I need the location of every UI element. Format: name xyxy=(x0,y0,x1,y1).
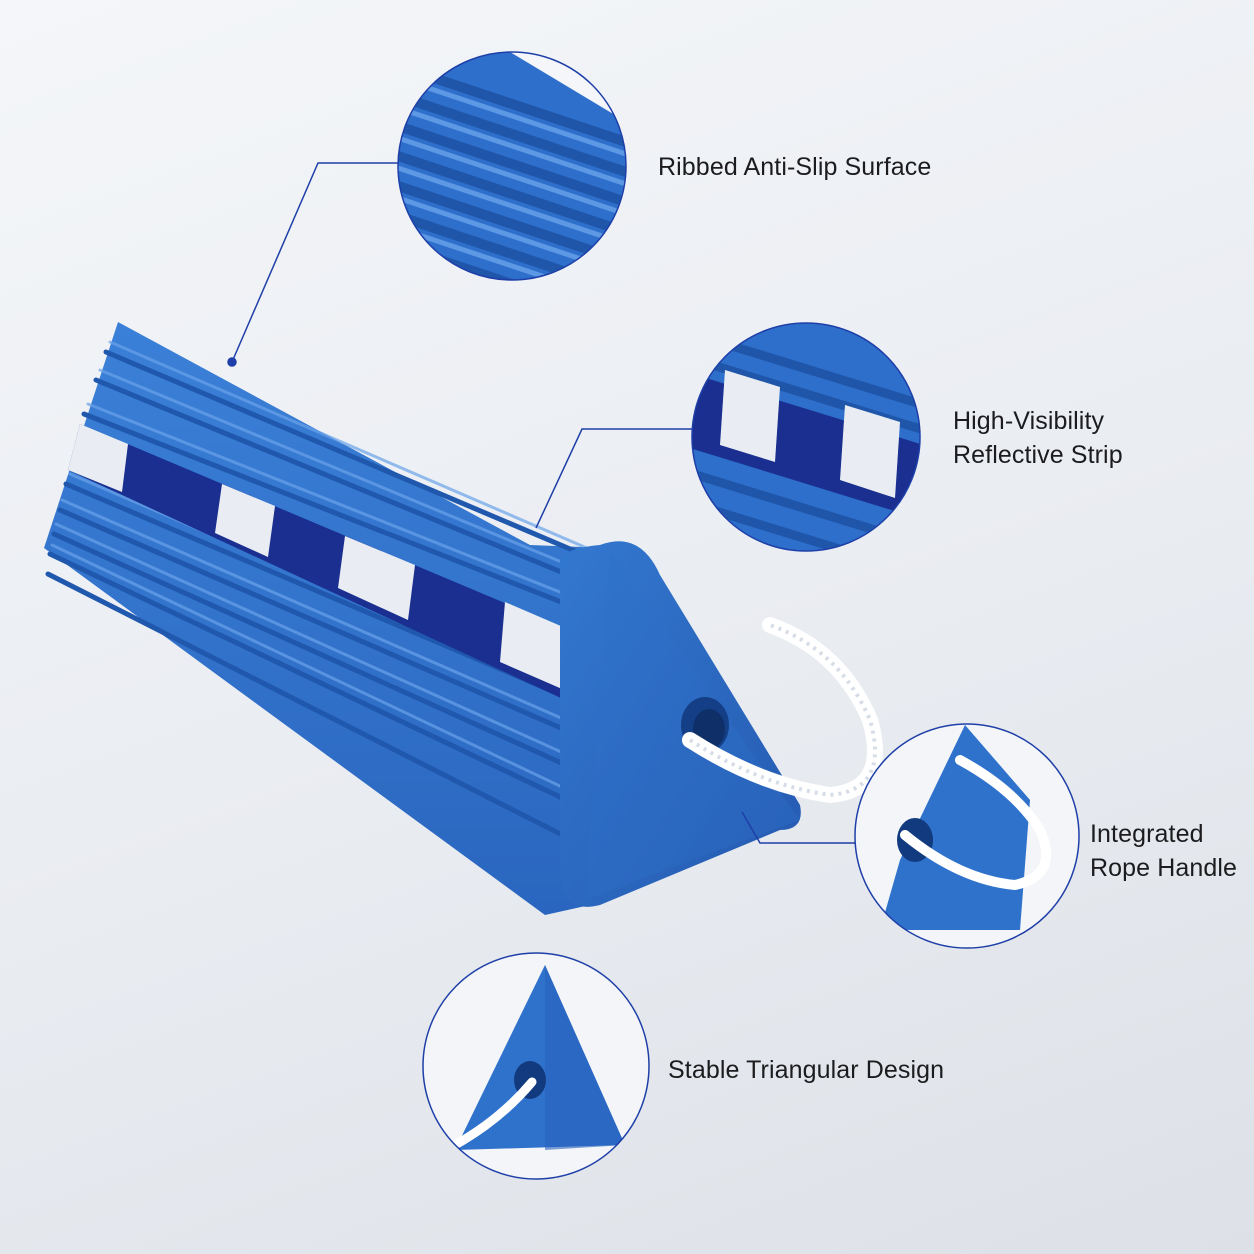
reflective-strip xyxy=(68,424,640,730)
feature-label-line: High-Visibility xyxy=(953,407,1105,435)
feature-label-line: Reflective Strip xyxy=(953,441,1123,469)
feature-label-triangular: Stable Triangular Design xyxy=(668,1053,944,1087)
chock-ribs xyxy=(45,349,623,853)
ribbed-surface-icon xyxy=(397,51,627,281)
chock-end-face xyxy=(560,541,801,907)
feature-label-line: Ribbed Anti-Slip Surface xyxy=(658,153,932,181)
feature-label-line: Integrated xyxy=(1090,820,1204,848)
wheel-chock xyxy=(44,322,883,915)
feature-label-reflective: High-Visibility Reflective Strip xyxy=(953,404,1123,472)
triangle-profile-icon xyxy=(422,952,650,1180)
callout-lines xyxy=(227,162,855,844)
rope-handle-icon xyxy=(854,723,1080,949)
feature-label-ribbed: Ribbed Anti-Slip Surface xyxy=(658,150,931,184)
feature-label-line: Stable Triangular Design xyxy=(668,1056,945,1084)
feature-label-rope: Integrated Rope Handle xyxy=(1090,817,1237,885)
feature-label-line: Rope Handle xyxy=(1090,854,1238,882)
reflective-strip-icon xyxy=(691,322,921,552)
